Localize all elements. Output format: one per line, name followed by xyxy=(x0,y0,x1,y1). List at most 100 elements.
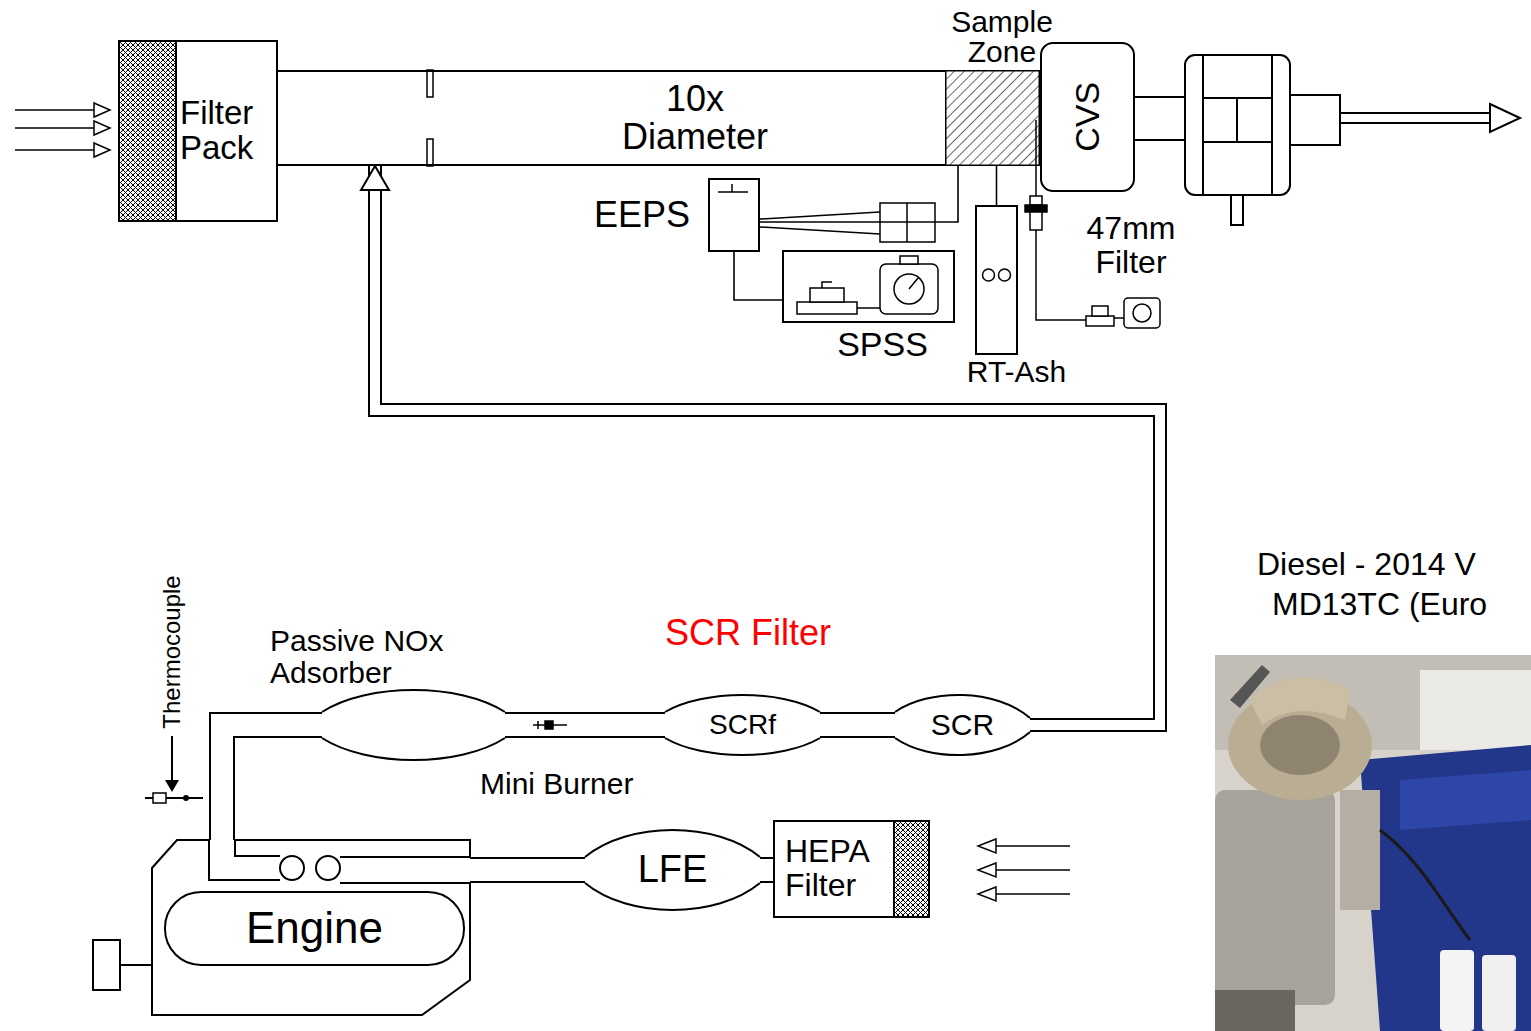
meter-needle xyxy=(909,278,918,289)
hepa-inlet-arrows xyxy=(978,839,1070,901)
eeps-detail xyxy=(718,191,748,193)
node-label: HEPA Filter xyxy=(785,835,886,902)
thermocouple-body xyxy=(153,793,166,803)
sample-line xyxy=(857,307,880,309)
pump-icon xyxy=(1086,316,1114,326)
pipe-bore xyxy=(470,859,585,881)
eeps-housing xyxy=(709,179,759,251)
pipe-bore xyxy=(375,166,1160,725)
inlet-arrows xyxy=(15,103,110,157)
node-label: SCR xyxy=(931,709,994,741)
fuel-filter-photo xyxy=(1482,955,1516,1031)
engine-outline xyxy=(152,840,470,1015)
hepa-media xyxy=(894,821,929,917)
pipe-wall xyxy=(505,712,665,738)
outlet-pipe xyxy=(1340,112,1490,114)
thermocouple-arrow-head xyxy=(165,780,179,792)
part-label: 47mm Filter xyxy=(1066,212,1196,279)
node-label: LFE xyxy=(638,850,708,890)
sample-line xyxy=(734,252,782,300)
meter-knob xyxy=(900,256,918,264)
engine-photo xyxy=(1215,655,1531,1031)
thermocouple-tip xyxy=(183,795,189,801)
sample-line xyxy=(760,212,880,219)
part-label: Mini Burner xyxy=(480,768,633,800)
blower-fin xyxy=(1202,55,1204,195)
node-label: SCRf xyxy=(709,710,776,739)
inlet-arrow-shaft xyxy=(15,127,94,129)
hepa-housing xyxy=(774,821,929,917)
sample-zone-hatch xyxy=(946,71,1040,166)
engine-block-highlight xyxy=(1400,770,1531,830)
cvs-housing xyxy=(1041,43,1134,191)
rt-ash-instrument-outline xyxy=(975,205,1018,355)
thermocouple-arrow xyxy=(171,736,173,781)
inlet-arrow-head xyxy=(94,143,110,157)
catalyst-can-outline xyxy=(322,690,505,760)
orifice-plate xyxy=(427,139,433,166)
sample-line xyxy=(734,252,782,300)
rt-ash-housing xyxy=(976,206,1017,354)
spss-icons xyxy=(797,256,938,314)
outlet-stub xyxy=(1290,95,1340,145)
blower-assembly xyxy=(1135,55,1520,225)
thermocouple-symbol xyxy=(145,736,203,803)
diluter-grid xyxy=(880,221,935,223)
inlet-arrow-head xyxy=(978,839,996,853)
node-label: 10x Diameter xyxy=(605,80,785,156)
meter-icon xyxy=(880,264,938,314)
gear-housing xyxy=(1215,790,1335,1005)
filter-holder xyxy=(1030,196,1042,205)
eeps-detail xyxy=(731,184,733,192)
pump-icon xyxy=(810,288,844,302)
transfer-pipe xyxy=(361,166,1160,725)
arrow-head xyxy=(361,166,389,190)
can-wall xyxy=(665,738,820,755)
filter-pack: Filter Pack xyxy=(118,40,278,222)
dilution-tunnel: 10x Diameter xyxy=(278,70,945,166)
engine-block-photo xyxy=(1360,745,1531,1031)
node-label: Passive NOx Adsorber xyxy=(270,625,480,688)
burner-tick xyxy=(537,721,539,729)
can-wall xyxy=(322,690,505,712)
mixing-orifice xyxy=(427,70,433,166)
pipe-bore xyxy=(820,714,895,736)
inlet-arrow-head xyxy=(978,863,996,877)
blower-duct xyxy=(1135,139,1185,141)
inlet-arrow-head xyxy=(978,887,996,901)
node-label: Engine xyxy=(246,905,383,951)
sample-line xyxy=(1114,317,1124,319)
inlet-arrow-shaft xyxy=(996,845,1070,847)
exhaust-manifold xyxy=(209,840,280,880)
turbo-elbow xyxy=(1250,677,1350,725)
pipe-wall xyxy=(470,857,585,883)
node-label: RT-Ash xyxy=(967,357,1066,387)
hepa-filter: HEPA Filter xyxy=(773,820,930,918)
filter-media xyxy=(119,41,176,221)
rt-ash-port xyxy=(999,269,1011,281)
meter-icon xyxy=(1124,298,1160,328)
node-label: SPSS xyxy=(837,327,928,363)
blower-duct xyxy=(1135,96,1185,98)
bracket-photo xyxy=(1230,665,1270,708)
engine-core xyxy=(165,892,464,965)
pipe-bore xyxy=(760,859,773,881)
diluter-box xyxy=(880,203,935,242)
pipe-wall xyxy=(820,712,895,738)
filter-holder xyxy=(1030,212,1042,230)
blower-fin xyxy=(1271,55,1273,195)
sample-line xyxy=(996,166,998,205)
exhaust-pipe xyxy=(222,725,322,840)
can-wall xyxy=(322,738,505,760)
engine-block: Engine xyxy=(92,840,470,1015)
rt-ash-port xyxy=(983,269,995,281)
compressor-wheel xyxy=(316,856,340,880)
meter-dial xyxy=(1133,304,1151,322)
catalyst-can: SCR xyxy=(895,695,1030,755)
engine-pulley xyxy=(93,940,120,990)
spss-box: SPSS xyxy=(782,250,955,323)
turbine-wheel xyxy=(280,856,304,880)
